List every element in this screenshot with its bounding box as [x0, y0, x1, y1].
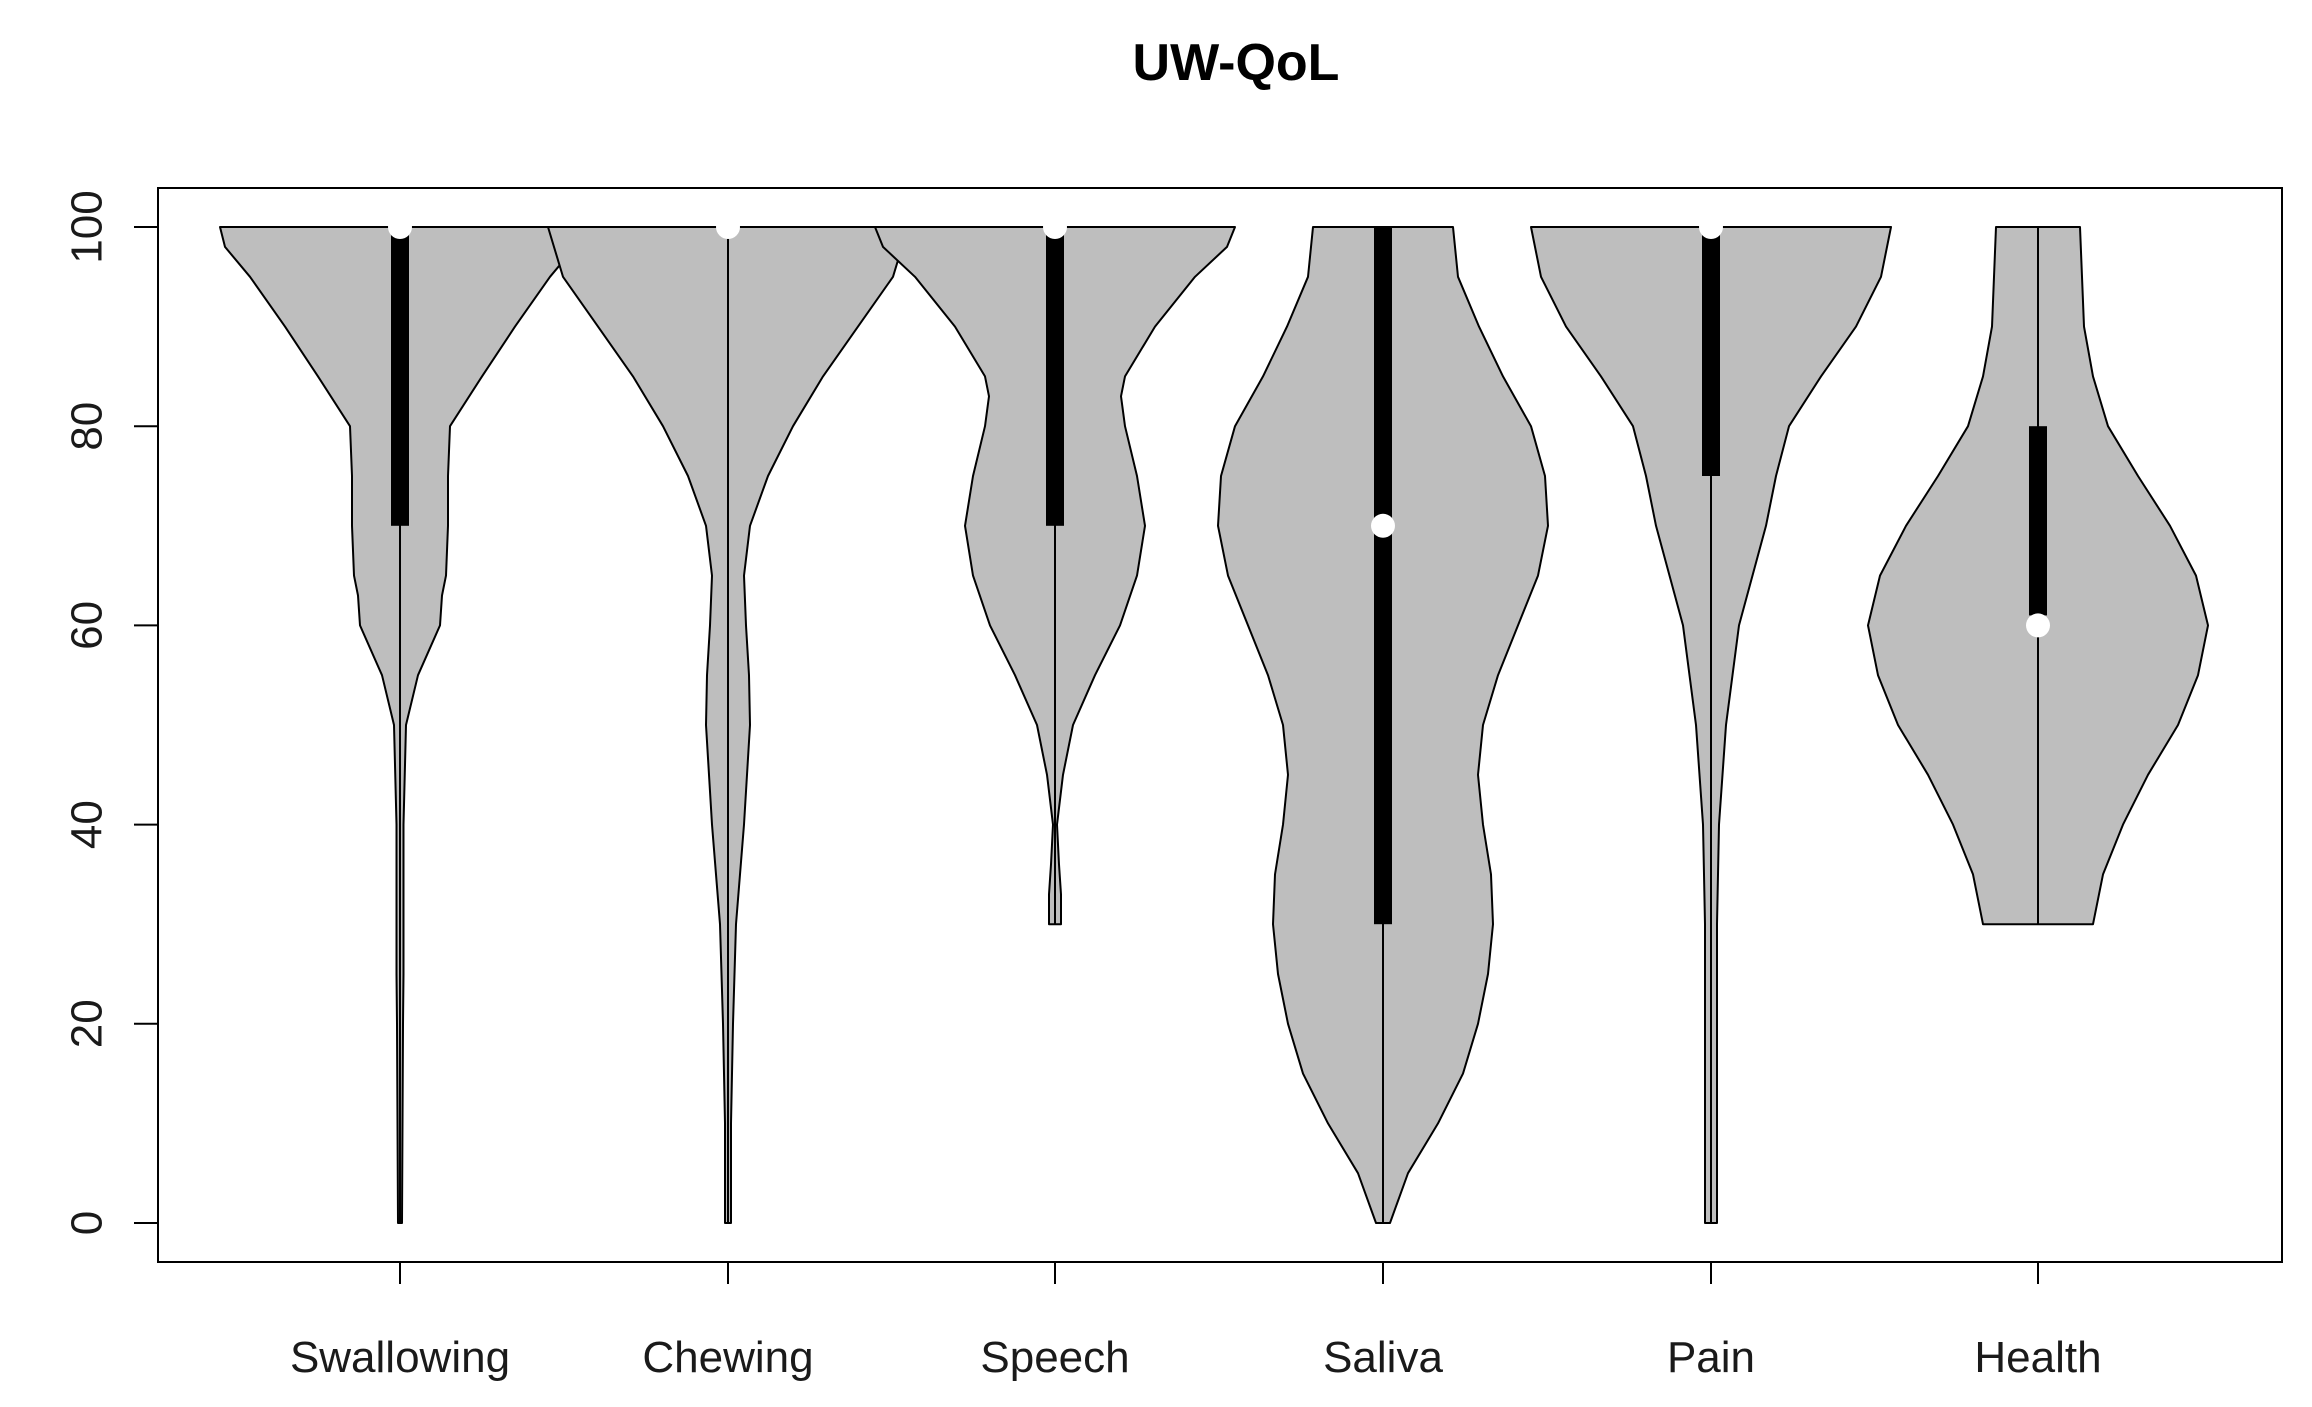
violin-group-swallowing — [219, 215, 581, 1224]
median-point-health — [2026, 613, 2050, 638]
plot-frame — [157, 187, 2283, 1263]
violin-group-saliva — [1217, 226, 1549, 1224]
y-tick-label-100: 100 — [63, 190, 112, 263]
x-tick-label-health: Health — [1974, 1333, 2101, 1382]
y-axis: 0 20 40 60 80 100 — [63, 190, 158, 1235]
iqr-box-saliva — [1374, 227, 1392, 925]
median-point-pain — [1699, 215, 1723, 239]
iqr-box-speech — [1046, 227, 1064, 526]
y-tick-label-60: 60 — [63, 601, 112, 650]
x-tick-label-speech: Speech — [980, 1333, 1129, 1382]
median-point-swallowing — [388, 215, 412, 239]
x-tick-label-pain: Pain — [1667, 1333, 1755, 1382]
x-axis: Swallowing Chewing Speech Saliva Pain Health — [290, 1262, 2102, 1382]
y-tick-label-80: 80 — [63, 402, 112, 451]
median-point-saliva — [1371, 513, 1395, 538]
iqr-box-swallowing — [391, 227, 409, 526]
x-tick-label-chewing: Chewing — [642, 1333, 813, 1382]
y-tick-label-40: 40 — [63, 800, 112, 849]
x-tick-label-swallowing: Swallowing — [290, 1333, 510, 1382]
violin-group-chewing — [547, 215, 909, 1224]
plot-area — [157, 187, 2283, 1263]
violin-group-health — [1867, 226, 2209, 926]
iqr-box-health — [2029, 426, 2047, 616]
y-tick-label-20: 20 — [63, 999, 112, 1048]
median-point-speech — [1043, 215, 1067, 239]
violin-group-speech — [874, 215, 1236, 926]
median-point-chewing — [716, 215, 740, 239]
x-tick-label-saliva: Saliva — [1323, 1333, 1443, 1382]
iqr-box-pain — [1702, 227, 1720, 476]
chart-title: UW-QoL — [1133, 34, 1340, 92]
y-tick-label-0: 0 — [63, 1211, 112, 1235]
violin-group-pain — [1530, 215, 1892, 1224]
